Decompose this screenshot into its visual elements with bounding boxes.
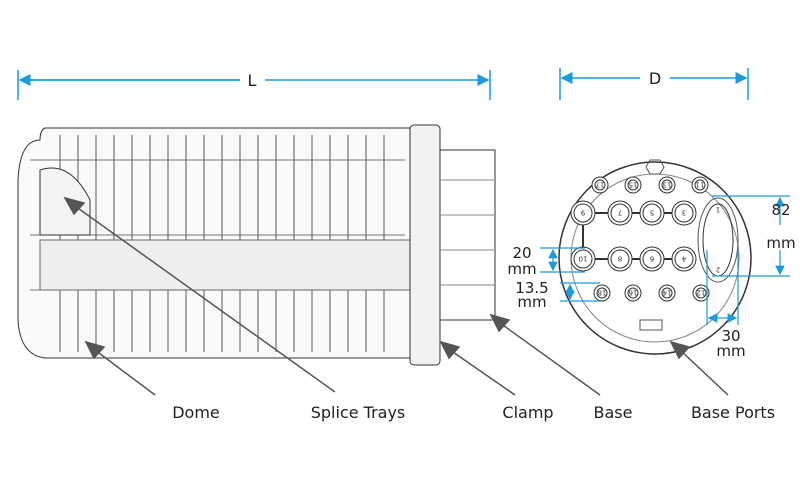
port-inner	[627, 179, 639, 191]
port-number: 5	[650, 209, 654, 217]
dome-label: Dome	[172, 403, 220, 422]
base-label: Base	[594, 403, 633, 422]
port-number: 4	[681, 255, 686, 263]
port-inner	[694, 179, 706, 191]
base-dimension-lines	[540, 195, 790, 325]
port-number: 18	[598, 289, 607, 297]
port-inner	[573, 203, 593, 223]
oval-height-value: 82	[771, 201, 790, 219]
port-inner	[642, 249, 662, 269]
port-inner	[661, 179, 673, 191]
oval-width-unit: mm	[716, 342, 745, 360]
dome-arrow-icon	[84, 340, 106, 360]
port-inner	[627, 287, 639, 299]
splice-trays-arrow-icon	[63, 196, 86, 216]
port-inner	[642, 203, 662, 223]
port-inner	[594, 179, 606, 191]
port-number: 12	[697, 289, 706, 297]
oval-height-unit: mm	[766, 234, 795, 252]
port-inner	[674, 203, 694, 223]
base-end-view	[558, 159, 752, 355]
clamp-label: Clamp	[502, 403, 553, 422]
dimension-length	[17, 70, 491, 100]
port-number: 10	[579, 255, 588, 263]
port-inner	[695, 287, 707, 299]
splice-trays-label: Splice Trays	[311, 403, 406, 422]
base-ports-arrow-icon	[669, 340, 691, 360]
clamp-arrow-icon	[439, 340, 461, 360]
port-number: 9	[581, 209, 585, 217]
dimension-diameter	[559, 68, 749, 100]
port-number: 14	[662, 289, 671, 297]
port-number: 16	[628, 289, 637, 297]
port-inner	[573, 249, 593, 269]
port-inner	[610, 249, 630, 269]
diameter-label: D	[649, 69, 661, 88]
port-inner	[661, 287, 673, 299]
port-number: 6	[649, 255, 654, 263]
port-number: 17	[596, 181, 605, 189]
small-port-unit: mm	[517, 293, 546, 311]
oval-width-value: 30	[721, 327, 740, 345]
port-pitch-value: 20	[512, 244, 531, 262]
port-inner	[610, 203, 630, 223]
port-number: 7	[618, 209, 622, 217]
oval-port-number: 2	[716, 266, 720, 274]
oval-port-number: 1	[716, 206, 720, 214]
clamp-ring	[409, 124, 441, 366]
port-inner	[674, 249, 694, 269]
base-body	[439, 149, 496, 321]
closure-side-view	[17, 124, 496, 366]
small-port-value: 13.5	[515, 279, 548, 297]
base-ports-label: Base Ports	[691, 403, 775, 422]
port-number: 3	[682, 209, 686, 217]
port-inner	[596, 287, 608, 299]
base-arrow-icon	[489, 313, 511, 333]
callout-arrows	[63, 196, 729, 396]
port-number: 11	[696, 181, 705, 189]
port-number: 8	[618, 255, 622, 263]
oval-port	[697, 197, 739, 283]
port-number: 15	[629, 181, 638, 189]
port-number: 13	[663, 181, 672, 189]
length-label: L	[248, 71, 257, 90]
port-pitch-unit: mm	[507, 260, 536, 278]
